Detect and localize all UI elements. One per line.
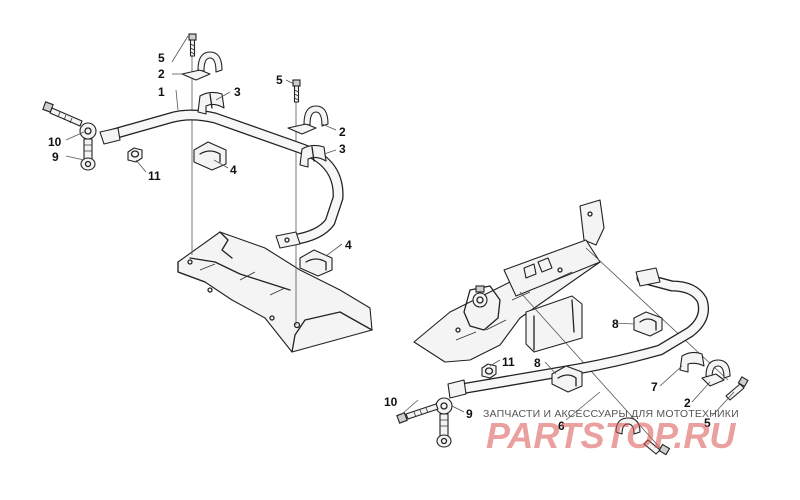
top-bushing-3b xyxy=(299,144,327,168)
top-bolt-10 xyxy=(42,101,83,127)
top-clamp-2a xyxy=(181,51,223,81)
callout-b11: 11 xyxy=(502,355,515,369)
bottom-stabilizer-bar xyxy=(447,267,709,399)
callout-t4b: 4 xyxy=(345,238,352,252)
callout-b9: 9 xyxy=(466,407,473,421)
bottom-bracket-8a xyxy=(633,311,663,337)
callout-b7: 7 xyxy=(651,380,658,394)
top-bracket-4a xyxy=(193,141,227,171)
bottom-clamp-2 xyxy=(701,359,731,387)
top-end-link-9 xyxy=(79,122,97,171)
callout-b10: 10 xyxy=(384,395,398,409)
bottom-frame xyxy=(413,199,605,363)
callout-b2: 2 xyxy=(684,396,691,410)
bottom-end-link-9 xyxy=(435,397,453,448)
top-stabilizer-bar xyxy=(99,109,344,249)
callout-t3b: 3 xyxy=(339,142,346,156)
bottom-assembly: 2 5 6 7 8 8 9 10 11 xyxy=(384,199,749,456)
top-bracket-4b xyxy=(299,249,333,277)
callout-b5: 5 xyxy=(704,416,711,430)
top-assembly: 1 2 2 3 3 4 4 5 5 9 10 11 xyxy=(42,33,373,353)
callout-t2a: 2 xyxy=(158,67,165,81)
bottom-bolt-10 xyxy=(396,403,439,424)
bottom-nut-11 xyxy=(481,363,497,379)
top-bolt-5b xyxy=(292,79,301,103)
callout-t5a: 5 xyxy=(158,51,165,65)
callout-t11: 11 xyxy=(148,169,161,183)
callout-t3a: 3 xyxy=(234,85,241,99)
top-frame-crossmember xyxy=(177,231,373,353)
watermark-tagline: ЗАПЧАСТИ И АКСЕССУАРЫ ДЛЯ МОТОТЕХНИКИ xyxy=(483,408,739,420)
watermark-brand: PARTSTOP.RU xyxy=(486,415,736,456)
top-nut-11 xyxy=(127,147,143,163)
callout-t5b: 5 xyxy=(276,73,283,87)
callout-t10: 10 xyxy=(48,135,62,149)
callout-t2b: 2 xyxy=(339,125,346,139)
callout-b8b: 8 xyxy=(534,356,541,370)
callout-t9: 9 xyxy=(52,150,59,164)
top-bushing-3a xyxy=(197,91,225,115)
callout-t1: 1 xyxy=(158,85,165,99)
top-bolt-5a xyxy=(188,33,197,57)
callout-t4a: 4 xyxy=(230,163,237,177)
bottom-lower-clamp xyxy=(615,417,671,456)
bottom-bushing-7 xyxy=(679,351,705,373)
watermark: ЗАПЧАСТИ И АКСЕССУАРЫ ДЛЯ МОТОТЕХНИКИ PA… xyxy=(483,408,739,456)
top-clamp-2b xyxy=(287,105,329,135)
callout-b8a: 8 xyxy=(612,317,619,331)
bottom-bolt-5 xyxy=(725,376,749,401)
callout-b6: 6 xyxy=(558,419,565,433)
bottom-bracket-8b xyxy=(551,365,583,393)
